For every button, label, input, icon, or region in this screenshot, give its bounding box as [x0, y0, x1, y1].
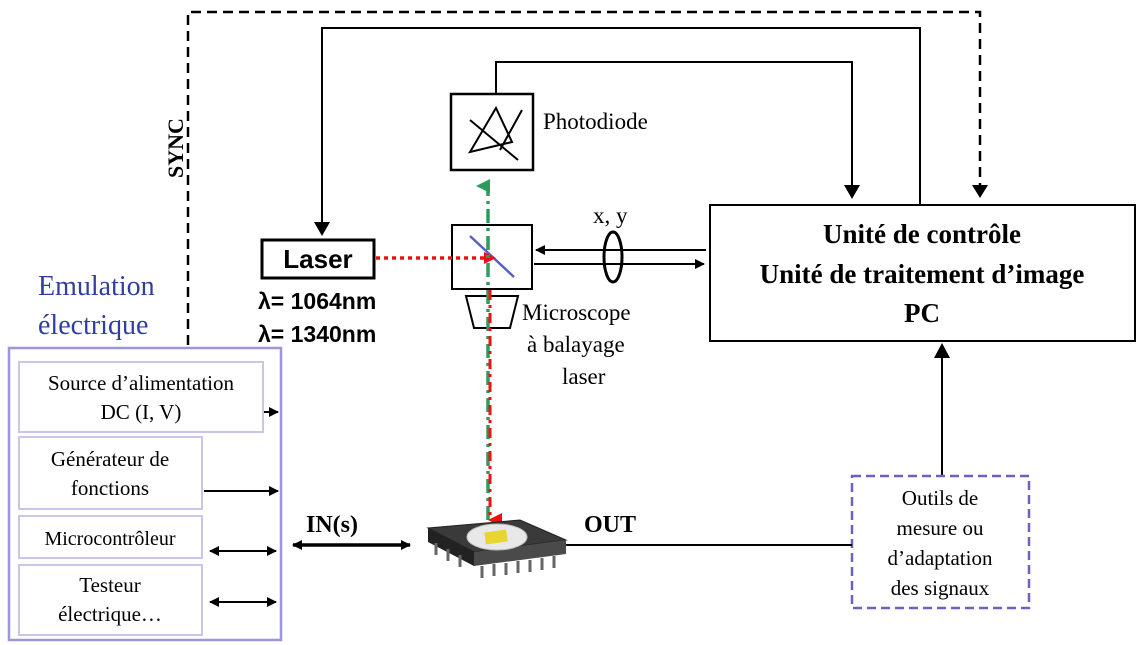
measure-tools-line-3: d’adaptation	[888, 546, 993, 570]
sync-label: SYNC	[163, 118, 188, 178]
xy-label: x, y	[593, 203, 628, 228]
emulation-title-1: Emulation	[38, 271, 155, 302]
source-microcontroller-label: Microcontrôleur	[44, 528, 175, 550]
source-tester-line-2: électrique…	[58, 602, 162, 626]
control-unit-box	[709, 204, 1136, 342]
source-box-tester	[18, 564, 203, 636]
photodiode-icon	[449, 92, 535, 172]
control-unit-line-3: PC	[904, 298, 940, 328]
measure-tools-line-1: Outils de	[902, 486, 978, 510]
laser-wavelength-2: λ= 1340nm	[258, 321, 376, 347]
photodiode-label: Photodiode	[543, 109, 648, 134]
chip-icon	[426, 519, 568, 578]
emulation-title-2: électrique	[38, 310, 148, 341]
source-generator-line-1: Générateur de	[51, 447, 169, 471]
laser-wavelength-1: λ= 1064nm	[258, 288, 376, 314]
microscope-label-1: Microscope	[522, 300, 631, 325]
measure-tools-line-4: des signaux	[891, 576, 990, 600]
microscope-label-2: à balayage	[527, 332, 625, 357]
in-label: IN(s)	[306, 512, 358, 538]
source-tester-line-1: Testeur	[79, 573, 141, 597]
laser-label: Laser	[283, 244, 352, 274]
control-unit-line-2: Unité de traitement d’image	[760, 259, 1085, 289]
sync-line	[186, 10, 988, 345]
measure-to-control-line	[934, 343, 950, 476]
photodiode-to-control-line	[495, 61, 860, 199]
measure-tools-line-2: mesure ou	[897, 516, 984, 540]
control-to-laser-line	[314, 27, 921, 236]
source-box-function-generator	[18, 436, 203, 510]
source-power-line-1: Source d’alimentation	[48, 371, 235, 395]
microscope-label-3: laser	[562, 364, 606, 389]
microscope-icon	[451, 224, 533, 329]
source-power-line-2: DC (I, V)	[101, 400, 182, 424]
source-box-microcontroller	[18, 515, 203, 559]
xy-scan-lines	[534, 230, 706, 284]
laser-box	[260, 238, 376, 280]
measure-tools-box	[850, 474, 1031, 610]
out-label: OUT	[584, 512, 636, 538]
source-generator-line-2: fonctions	[71, 476, 149, 500]
source-box-power	[18, 361, 264, 433]
control-unit-line-1: Unité de contrôle	[823, 219, 1021, 249]
